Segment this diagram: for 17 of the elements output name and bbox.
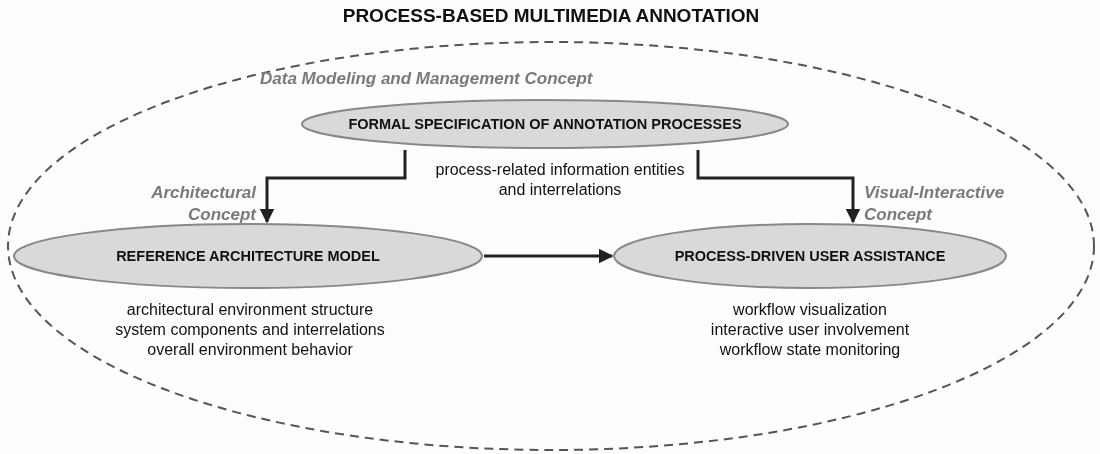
edge-label: Visual-Interactive Concept [864,182,1006,226]
description-text: workflow state monitoring [718,340,902,360]
node-title: FORMAL SPECIFICATION OF ANNOTATION PROCESSES [347,115,743,134]
concept-label: Data Modeling and Management Concept [260,68,594,90]
description-text: process-related information entities and interrelations [434,160,686,200]
description-text: architectural environment structure [125,300,375,320]
arrow [259,150,407,224]
arrow [484,248,614,264]
diagram-heading: PROCESS-BASED MULTIMEDIA ANNOTATION [341,4,761,28]
node-title: PROCESS-DRIVEN USER ASSISTANCE [673,247,947,266]
description-text: system components and interrelations [114,320,386,340]
description-text: overall environment behavior [146,340,354,360]
node-title: REFERENCE ARCHITECTURE MODEL [115,247,381,266]
arrow [696,150,861,224]
edge-label: Architectural Concept [150,182,256,226]
description-text: workflow visualization [732,300,888,320]
description-text: interactive user involvement [709,320,911,340]
